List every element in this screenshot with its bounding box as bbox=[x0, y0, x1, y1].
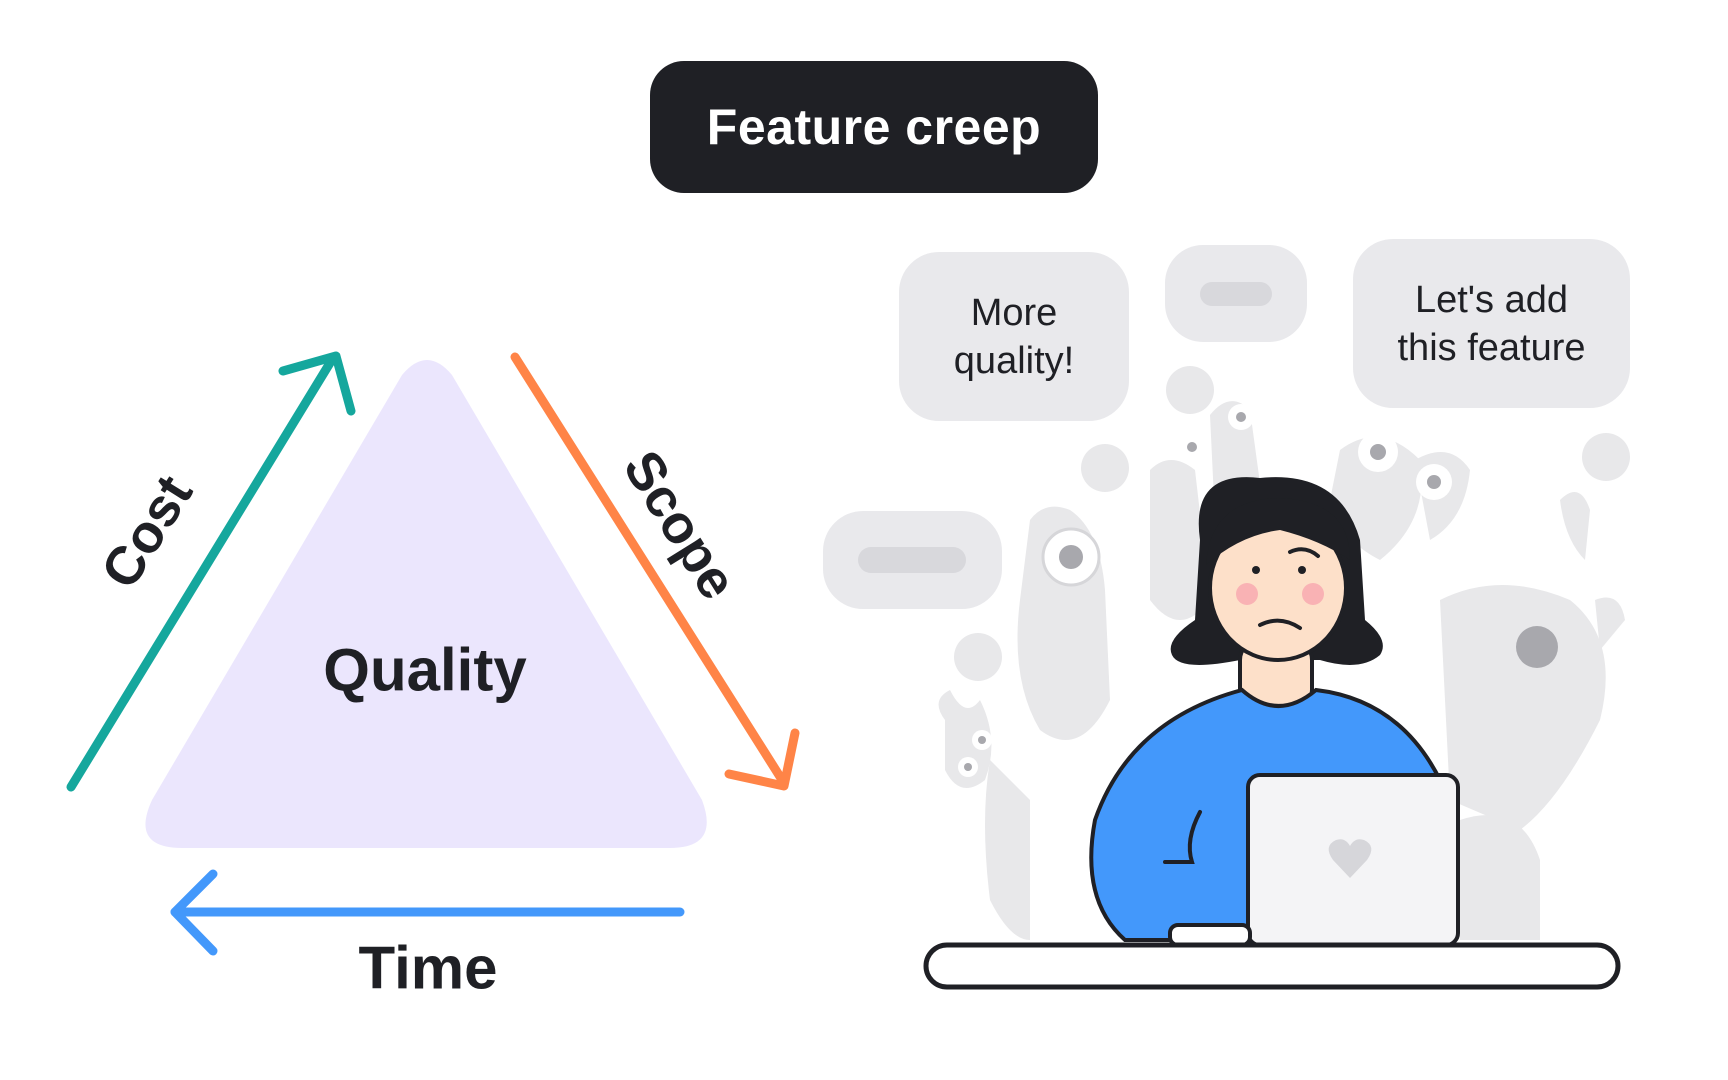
person-bangs bbox=[1206, 498, 1350, 565]
monster-crowd bbox=[938, 366, 1630, 940]
monster-eyes bbox=[958, 404, 1558, 777]
bubble-text-line: Let's add bbox=[1414, 278, 1569, 321]
desk bbox=[923, 942, 1621, 990]
eye-right bbox=[1298, 566, 1306, 574]
title-text: Feature creep bbox=[706, 99, 1042, 155]
time-label: Time bbox=[358, 934, 498, 1002]
heart-icon bbox=[1328, 839, 1372, 878]
scope-arrow bbox=[510, 352, 800, 791]
eyebrow bbox=[1288, 547, 1320, 558]
quality-triangle bbox=[145, 360, 707, 848]
title-badge: Feature creep bbox=[650, 61, 1098, 193]
bubble-text-line: More bbox=[970, 291, 1058, 334]
quality-label: Quality bbox=[323, 636, 527, 704]
laptop-base bbox=[1168, 923, 1252, 947]
bubble-text-line: quality! bbox=[953, 339, 1075, 382]
cheek-left bbox=[1236, 583, 1258, 605]
shirt-arm bbox=[1163, 810, 1202, 864]
cost-arrow bbox=[66, 351, 356, 792]
worried-mouth bbox=[1258, 618, 1302, 630]
speech-bubble-add-feature: Let's add this feature bbox=[1353, 239, 1630, 408]
bubble-text-line: this feature bbox=[1397, 326, 1586, 369]
eye-left bbox=[1252, 566, 1260, 574]
bubble-placeholder-bar bbox=[1200, 282, 1272, 306]
speech-bubble-more-quality: More quality! bbox=[899, 252, 1129, 421]
time-arrow bbox=[170, 869, 685, 956]
bubble-placeholder-bar bbox=[858, 547, 966, 573]
cheek-right bbox=[1302, 583, 1324, 605]
